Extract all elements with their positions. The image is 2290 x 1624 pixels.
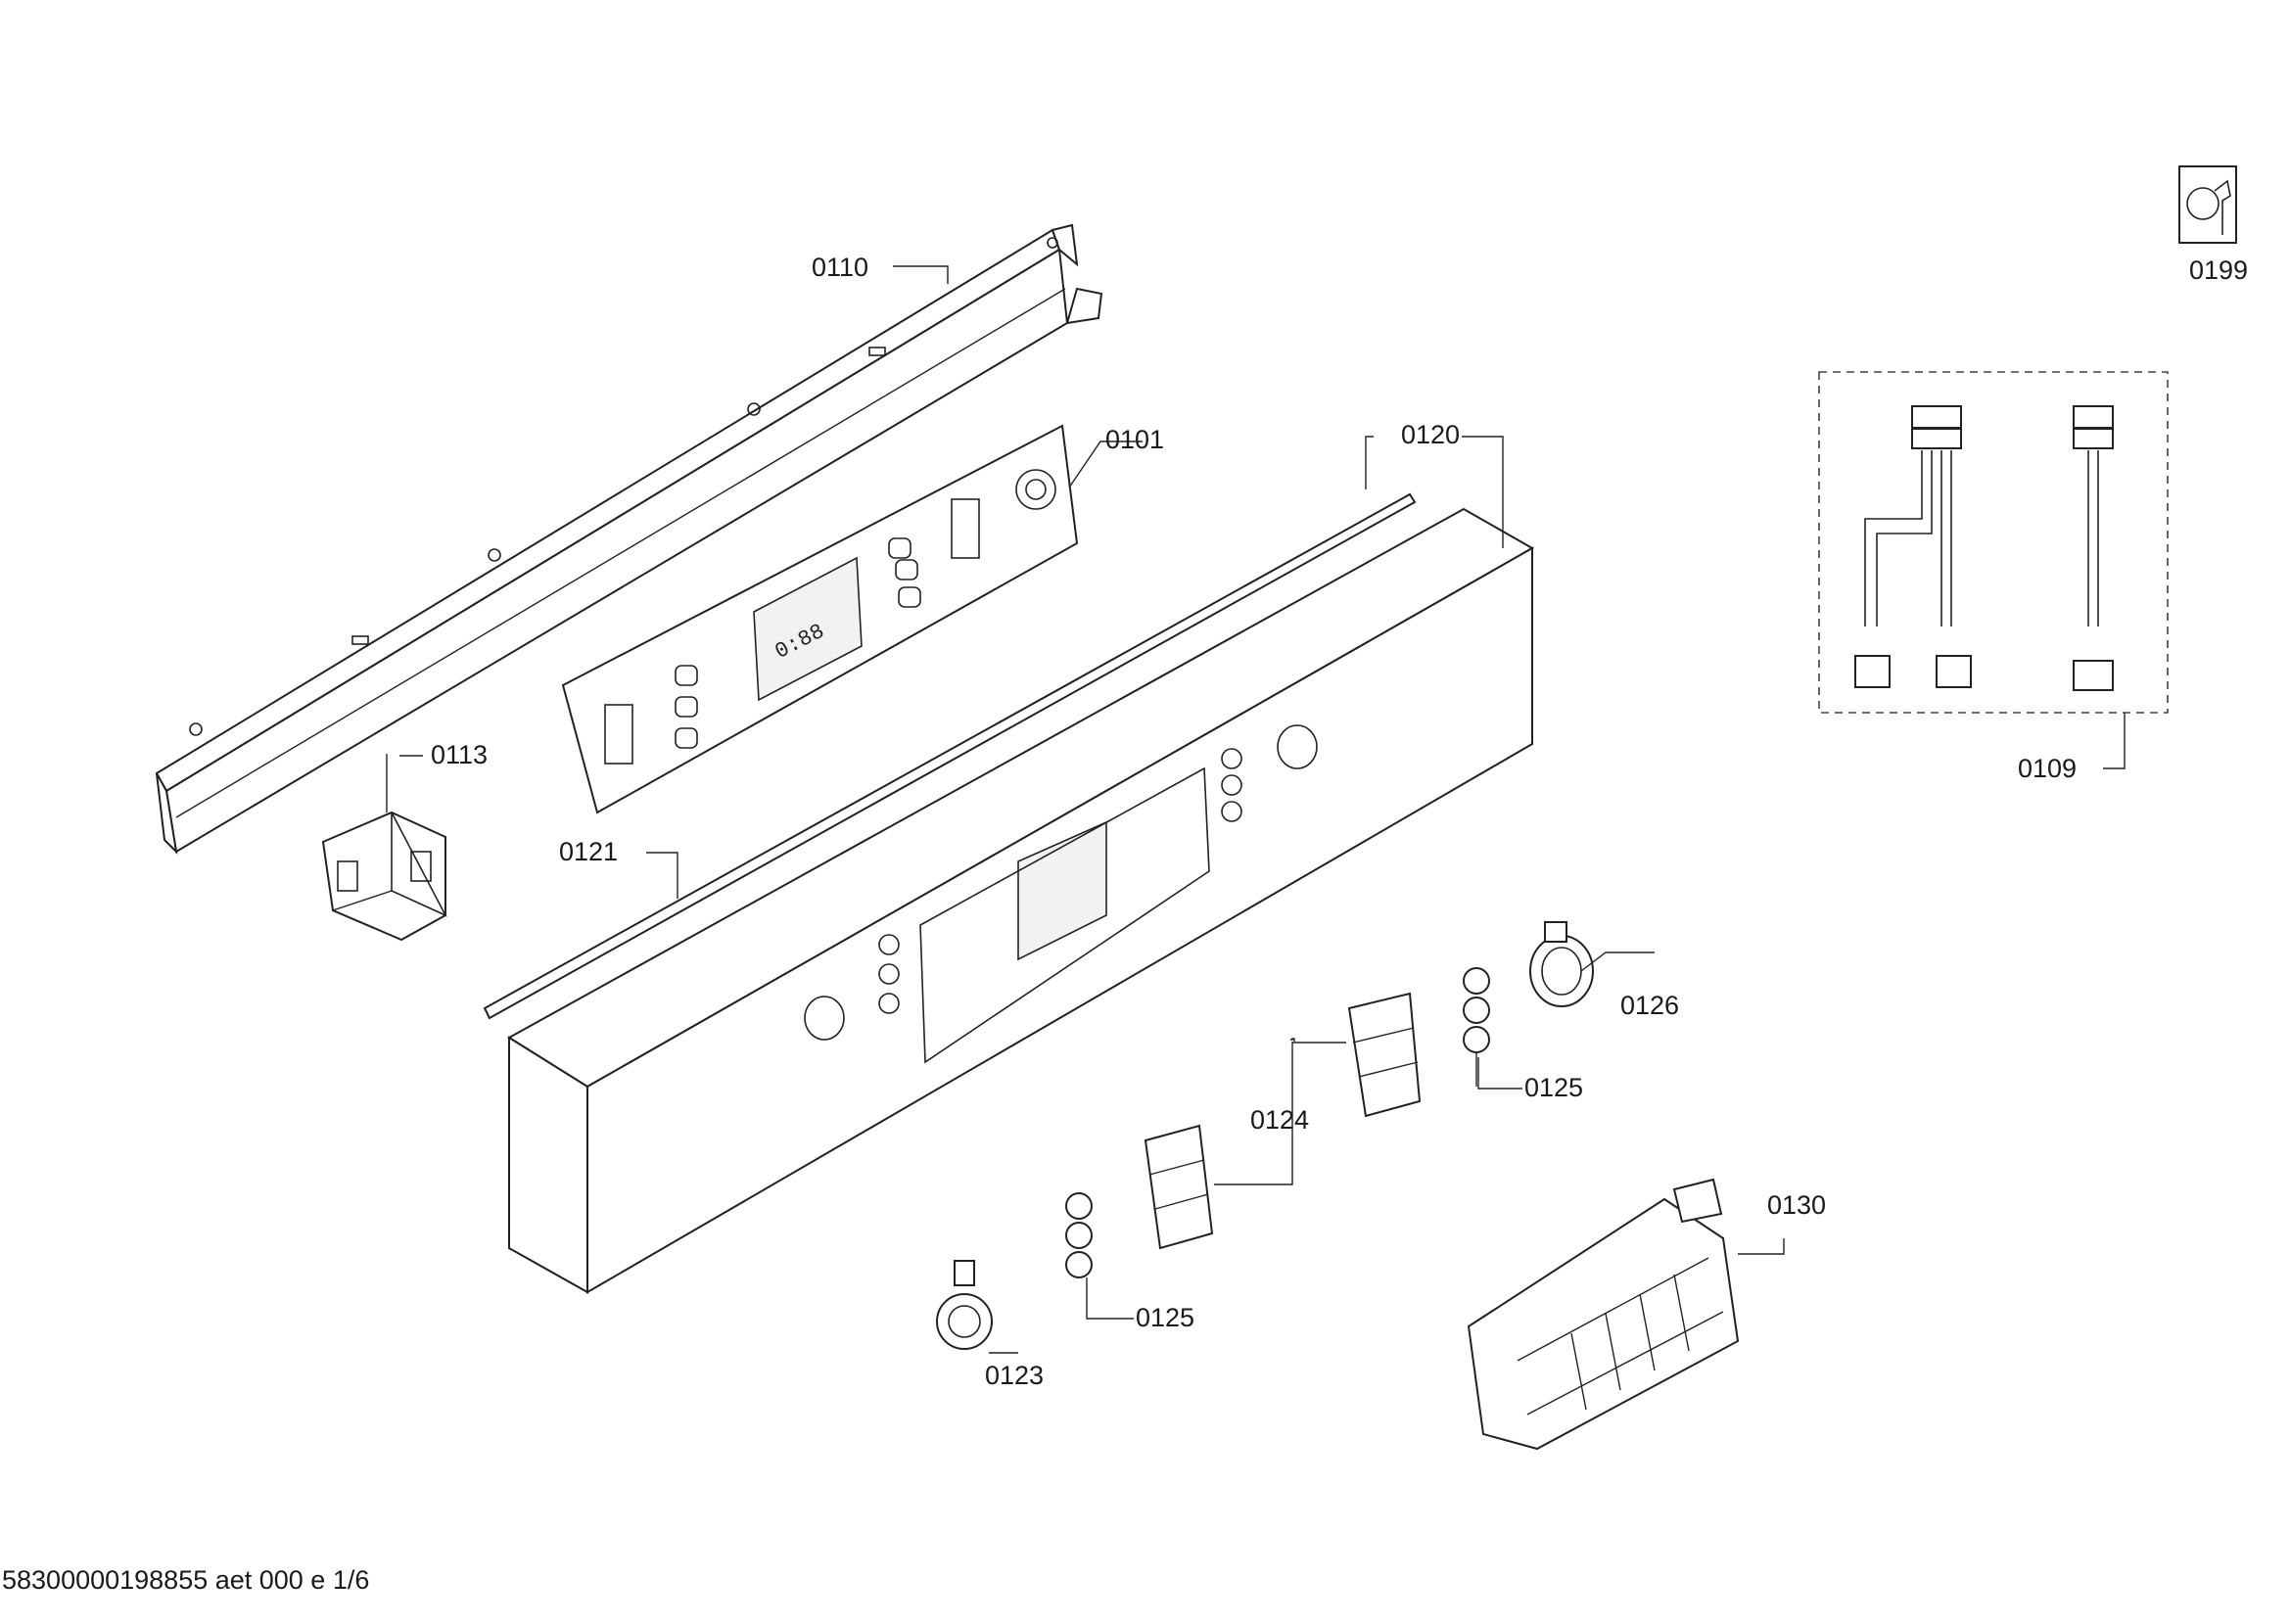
label-0125-upper: 0125 [1524, 1073, 1584, 1102]
label-0109: 0109 [2018, 754, 2078, 783]
label-0130: 0130 [1767, 1190, 1827, 1220]
label-0124: 0124 [1250, 1105, 1310, 1135]
label-0110: 0110 [812, 253, 869, 282]
part-0101-electronic-module: 0:88 [561, 424, 1079, 814]
part-0120-front-panel [507, 507, 1535, 1294]
part-0125-buttons-upper [1463, 967, 1490, 1087]
drawing-reference-code: 58300000198855 aet 000 e 1/6 [2, 1565, 370, 1595]
part-0124-switch-block-lower [1144, 1124, 1214, 1250]
part-0199-service-symbol [2178, 165, 2237, 244]
label-0199: 0199 [2189, 255, 2249, 285]
part-0126-knob [1529, 921, 1594, 1007]
part-0130-switch-carrier [1467, 1178, 1740, 1451]
part-0125-buttons-lower [1065, 1192, 1093, 1278]
part-0121-seal-strip [483, 492, 1417, 1020]
label-0126: 0126 [1620, 991, 1680, 1020]
label-0123: 0123 [985, 1361, 1045, 1390]
label-0113: 0113 [431, 740, 489, 769]
part-0113-holder [321, 754, 447, 942]
part-0123-knob [936, 1260, 993, 1350]
part-0124-switch-block-upper [1347, 992, 1422, 1118]
label-0120: 0120 [1401, 420, 1461, 449]
label-0121: 0121 [559, 837, 619, 866]
leader-lines [399, 265, 1785, 1354]
label-0101: 0101 [1105, 425, 1165, 454]
label-0125-lower: 0125 [1136, 1303, 1195, 1332]
part-0110-rail [155, 223, 1103, 855]
part-0109-cable-harness-set [1818, 371, 2169, 769]
